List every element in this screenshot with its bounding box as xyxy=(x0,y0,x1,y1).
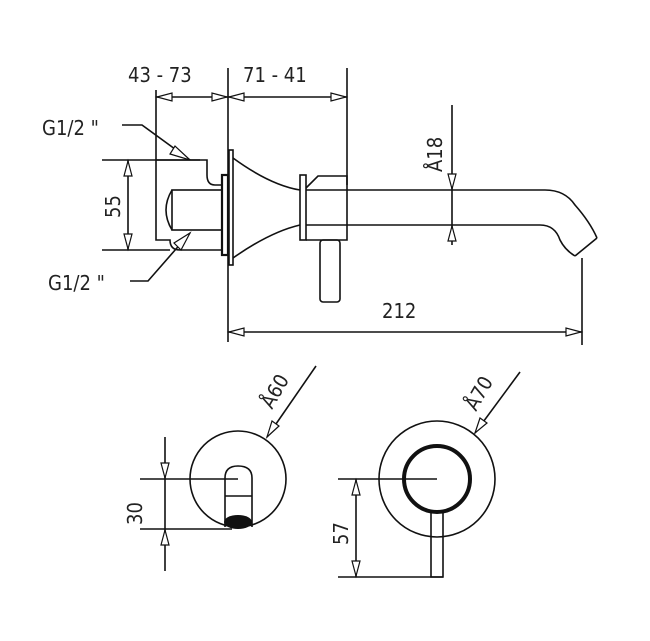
valve-body xyxy=(155,159,230,257)
dim-depth-range-2: 71 - 41 xyxy=(243,63,307,87)
dim-18-lines xyxy=(447,105,457,245)
spout-plate-view xyxy=(140,365,317,571)
label-thread-bottom: G1/2 " xyxy=(48,271,105,295)
mixer-plate-view xyxy=(338,371,521,579)
spout xyxy=(228,149,598,303)
dim-spout-diameter: Å18 xyxy=(423,137,447,172)
dimension-lines-top xyxy=(154,68,349,342)
dim-212-lines xyxy=(226,258,584,345)
dim-body-height: 55 xyxy=(101,195,125,218)
label-thread-top: G1/2 " xyxy=(42,116,99,140)
dim-mixer-plate-diameter: Å70 xyxy=(460,372,498,414)
dim-spout-offset: 30 xyxy=(123,502,147,525)
dim-lever-offset: 57 xyxy=(329,522,353,545)
dim-spout-length: 212 xyxy=(382,299,416,323)
dim-depth-range-1: 43 - 73 xyxy=(128,63,192,87)
dim-55-lines xyxy=(102,158,200,252)
